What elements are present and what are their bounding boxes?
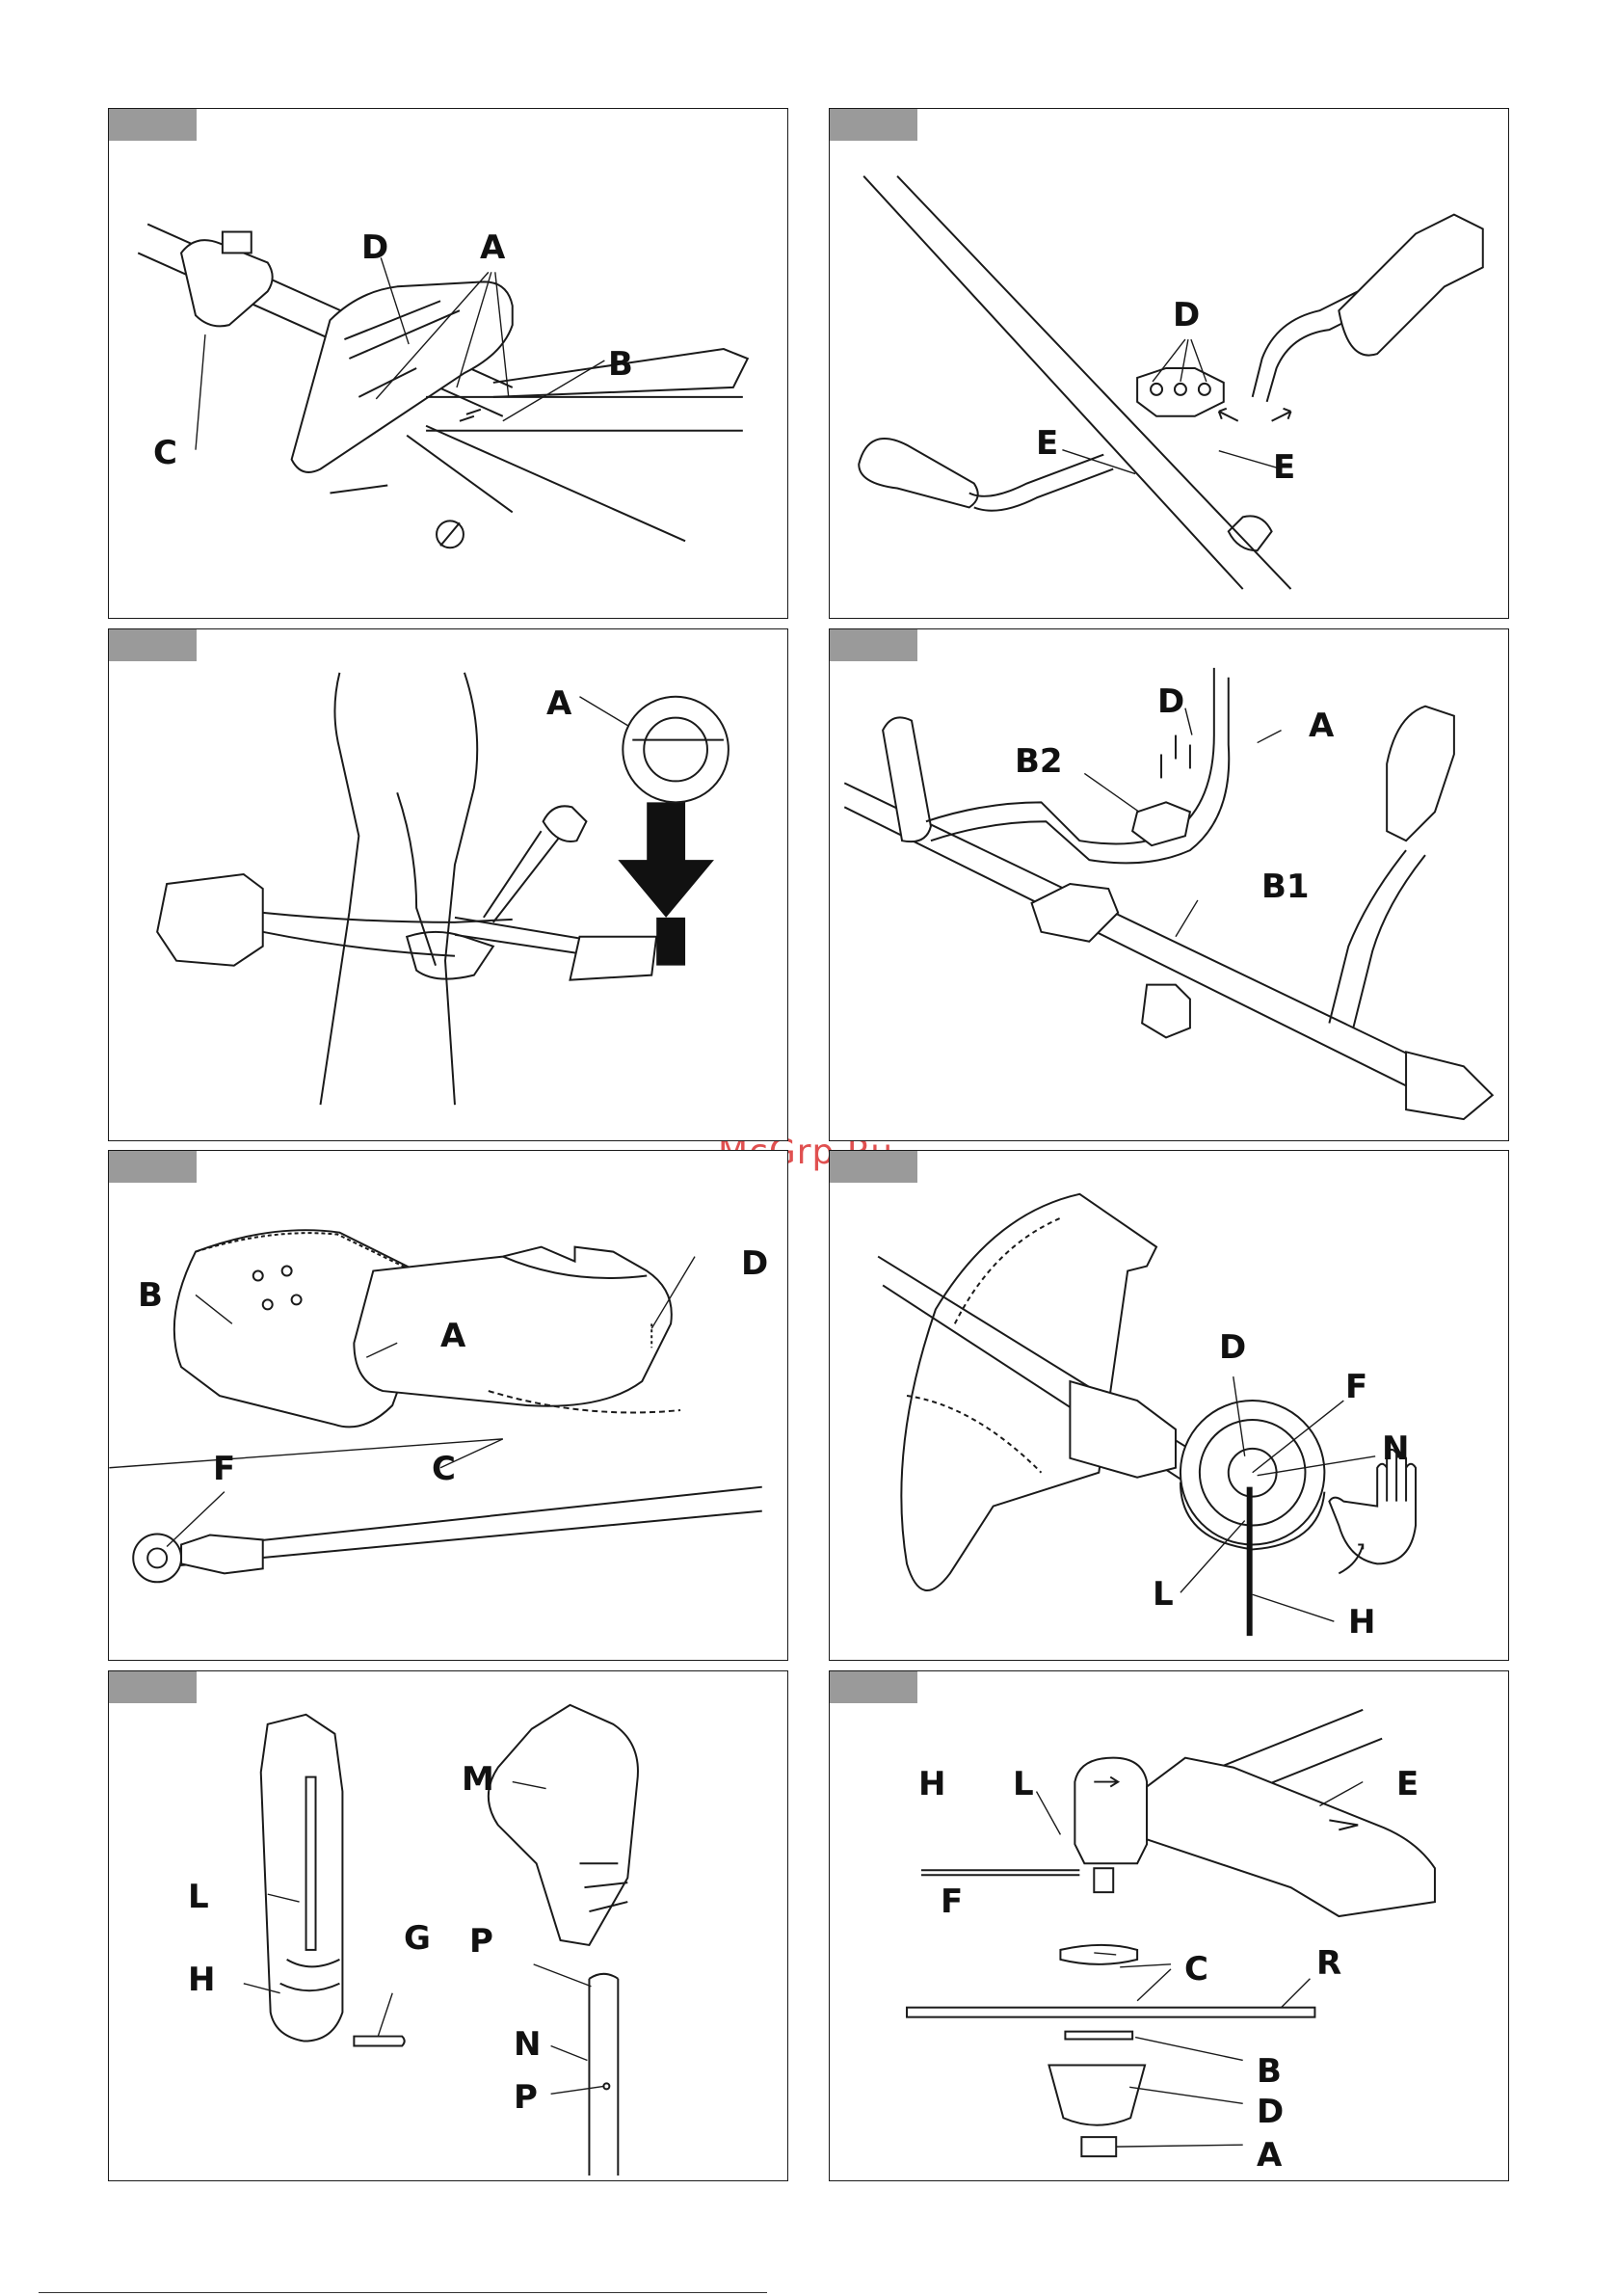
label-f: F xyxy=(1345,1371,1367,1403)
figure-panel-7: M L G P H N P xyxy=(108,1670,788,2181)
label-p-upper: P xyxy=(469,1925,493,1958)
handle-mount-illustration xyxy=(109,109,787,618)
label-b2: B2 xyxy=(1015,745,1063,778)
label-d: D xyxy=(1173,299,1200,332)
footer-rule xyxy=(39,2292,767,2293)
label-c: C xyxy=(432,1453,456,1485)
label-d: D xyxy=(1219,1331,1246,1364)
guard-assembly-illustration xyxy=(109,1151,787,1660)
label-d: D xyxy=(1157,685,1184,718)
label-a: A xyxy=(480,231,505,264)
label-b1: B1 xyxy=(1261,870,1310,903)
label-c: C xyxy=(1184,1953,1208,1986)
label-l: L xyxy=(188,1881,209,1913)
label-e-right: E xyxy=(1273,451,1295,484)
figure-panel-3: A xyxy=(108,628,788,1141)
label-e-left: E xyxy=(1036,427,1058,460)
figure-panel-4: D A B2 B1 xyxy=(829,628,1509,1141)
label-b: B xyxy=(1257,2055,1282,2088)
operator-harness-illustration xyxy=(109,629,787,1140)
label-l: L xyxy=(1013,1768,1034,1801)
label-l: L xyxy=(1153,1578,1174,1611)
blade-assembly-illustration xyxy=(830,1671,1508,2180)
label-r: R xyxy=(1316,1947,1341,1980)
label-d: D xyxy=(741,1247,768,1280)
handlebar-clamp-illustration xyxy=(830,109,1508,618)
figure-panel-5: B A D C F xyxy=(108,1150,788,1661)
label-f: F xyxy=(941,1885,963,1918)
figure-panel-6: D F N L H xyxy=(829,1150,1509,1661)
label-d: D xyxy=(361,231,388,264)
label-a: A xyxy=(546,687,571,720)
figure-panel-1: D A B C xyxy=(108,108,788,619)
label-g: G xyxy=(404,1922,431,1955)
label-f: F xyxy=(213,1453,235,1485)
trimmer-head-disassembly-illustration xyxy=(109,1671,787,2180)
label-p-lower: P xyxy=(514,2081,538,2114)
label-e: E xyxy=(1396,1768,1419,1801)
label-m: M xyxy=(462,1763,494,1796)
label-h: H xyxy=(188,1963,215,1996)
label-c: C xyxy=(153,437,177,469)
figure-panel-8: H L E F C R B D A xyxy=(829,1670,1509,2181)
label-h: H xyxy=(1348,1606,1375,1639)
label-n: N xyxy=(514,2028,541,2061)
label-a: A xyxy=(1257,2139,1282,2172)
label-n: N xyxy=(1382,1432,1409,1465)
label-a: A xyxy=(1309,709,1334,742)
label-h: H xyxy=(918,1768,945,1801)
figure-panel-2: D E E xyxy=(829,108,1509,619)
label-b: B xyxy=(138,1279,163,1312)
label-b: B xyxy=(608,348,633,381)
label-a: A xyxy=(440,1320,465,1352)
label-d: D xyxy=(1257,2096,1284,2128)
